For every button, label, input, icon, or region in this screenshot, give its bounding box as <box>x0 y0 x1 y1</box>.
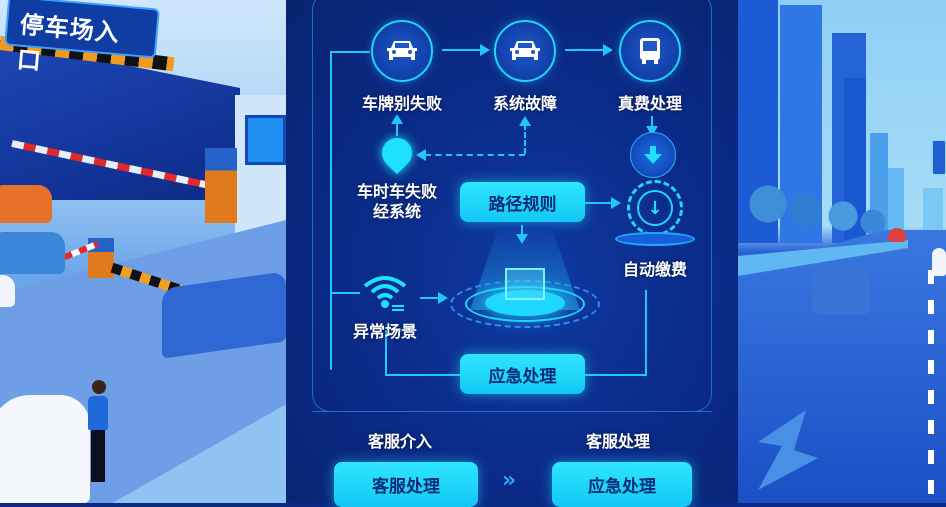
arrow-line <box>565 49 605 51</box>
node-system-failure[interactable]: 系统故障 <box>485 20 565 114</box>
arrow-right-icon <box>438 292 448 304</box>
distant-red-car <box>888 228 906 242</box>
connector-line <box>645 290 647 376</box>
parked-blue-car <box>0 232 65 274</box>
arrow-line <box>396 122 398 136</box>
customer-service-intervention-title: 客服介入 <box>368 432 433 451</box>
city-highway-illustration <box>738 0 946 503</box>
customer-service-handling-title: 客服处理 <box>586 432 651 451</box>
arrow-left-icon <box>416 149 426 161</box>
hologram-box-icon <box>450 230 600 330</box>
arrow-down-icon <box>516 234 528 244</box>
node-auto-payment[interactable]: ↓ 自动缴费 <box>610 180 700 280</box>
arrow-right-icon <box>480 44 490 56</box>
connector-line <box>385 330 387 375</box>
building <box>923 188 943 243</box>
arrow-down-icon <box>646 126 658 136</box>
download-arrow-icon <box>630 132 676 178</box>
node-abnormal-scene[interactable]: 异常场景 <box>345 272 425 342</box>
car-icon <box>494 20 556 82</box>
distant-white-car <box>932 248 946 276</box>
road-sign <box>932 140 946 175</box>
dashed-line <box>524 124 526 154</box>
wifi-icon <box>360 272 410 312</box>
download-circle-icon: ↓ <box>627 180 683 236</box>
tree-row <box>738 180 888 240</box>
arrow-line <box>585 202 613 204</box>
orange-car <box>0 185 52 223</box>
arrow-right-icon <box>603 44 613 56</box>
arrow-right-icon <box>611 197 621 209</box>
building-window <box>245 115 286 165</box>
white-car <box>0 395 90 503</box>
oncoming-car <box>812 268 870 314</box>
connector-line <box>330 52 332 370</box>
arrow-line <box>651 116 653 128</box>
flow-diagram-panel <box>286 0 738 503</box>
double-chevron-icon: » <box>502 468 517 493</box>
node-time-vehicle-failure[interactable]: 车时车失败 经系统 <box>352 131 442 222</box>
arrow-line <box>521 225 523 235</box>
route-planning-button[interactable]: 路径规则 <box>460 182 585 222</box>
car-icon <box>371 20 433 82</box>
arrow-line <box>442 49 482 51</box>
arrow-up-icon <box>391 114 403 124</box>
platform-ring <box>615 232 695 246</box>
connector-line <box>330 51 370 53</box>
arrow-up-icon <box>519 116 531 126</box>
arrow-line <box>420 297 440 299</box>
lane-marking <box>928 270 934 503</box>
section-divider <box>312 411 712 412</box>
bus-icon <box>619 20 681 82</box>
parking-attendant <box>88 380 110 490</box>
emergency-handling-button-bottom[interactable]: 应急处理 <box>552 462 692 507</box>
customer-service-handling-button[interactable]: 客服处理 <box>334 462 478 507</box>
emergency-handling-button[interactable]: 应急处理 <box>460 354 585 394</box>
node-fee-processing[interactable]: 真费处理 <box>610 20 690 114</box>
connector-line <box>385 374 460 376</box>
parked-white-car <box>0 275 15 307</box>
connector-line <box>330 292 360 294</box>
connector-line <box>585 374 645 376</box>
location-pin-icon <box>375 131 419 175</box>
parking-entrance-sign: 停车场入口 <box>4 0 160 76</box>
dashed-line <box>425 154 525 156</box>
parking-entrance-illustration: 停车场入口 <box>0 0 286 503</box>
ticket-booth <box>205 148 237 223</box>
node-plate-recognition-failure[interactable]: 车牌别失败 <box>362 20 442 114</box>
building <box>888 168 904 243</box>
